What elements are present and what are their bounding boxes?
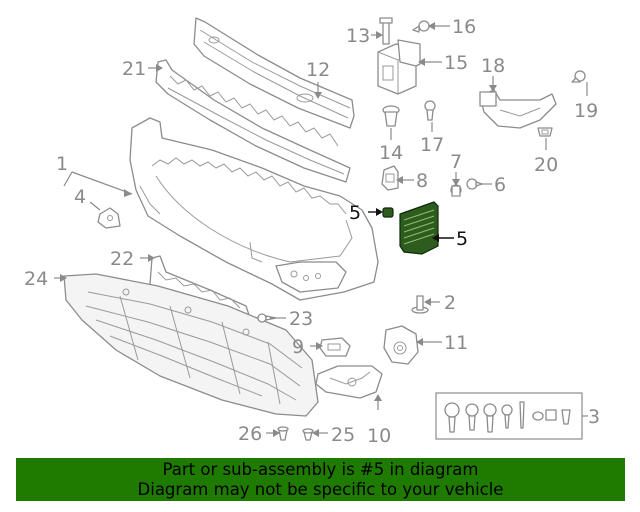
part-undertray [63,273,319,417]
callout-8: 8 [416,170,428,192]
part-screw-6 [466,178,483,190]
callout-24: 24 [24,268,48,290]
part-reinforcement-beam [193,17,355,129]
callout-11: 11 [444,332,468,354]
callout-15: 15 [444,52,468,74]
callout-19: 19 [574,100,598,122]
part-bracket-4 [97,207,121,229]
part-side-bracket [315,365,383,399]
part-clip-8 [381,165,399,191]
part-clip-17 [424,100,436,121]
callout-16: 16 [452,16,476,38]
part-bolt-13 [379,17,393,45]
part-push-pin-2 [411,295,429,314]
callout-10: 10 [367,425,391,447]
part-crash-box [377,39,421,95]
part-bracket-11 [383,325,419,365]
callout-13: 13 [346,25,370,47]
part-clip-20 [537,127,553,137]
callout-9: 9 [292,336,304,358]
part-fastener-26 [277,426,289,441]
highlighted-part-5 [382,201,439,255]
leader-lines [54,22,588,437]
callout-3: 3 [588,406,600,428]
callout-14: 14 [379,142,403,164]
callout-5-left: 5 [349,202,361,224]
part-rivet-14 [382,105,400,127]
part-clip-9 [319,337,351,357]
part-clip-7 [450,184,462,197]
callout-1: 1 [56,153,68,175]
part-bracket-18 [479,89,557,129]
callout-25: 25 [331,424,355,446]
callout-26: 26 [238,423,262,445]
callout-18: 18 [481,55,505,77]
callout-6: 6 [494,174,506,196]
callout-20: 20 [534,154,558,176]
info-banner: Part or sub-assembly is #5 in diagram Di… [16,458,625,501]
callout-2: 2 [444,292,456,314]
part-hardware-kit [435,392,583,440]
callout-17: 17 [420,134,444,156]
callout-23: 23 [289,308,313,330]
part-bumper-cover [129,117,379,301]
part-energy-absorber [155,59,351,183]
callout-5-right: 5 [456,228,468,250]
part-screw-19 [571,70,586,83]
banner-line-2: Diagram may not be specific to your vehi… [137,480,504,499]
parts-diagram: 1 2 3 4 5 5 6 7 8 9 10 11 12 13 14 15 16… [24,16,600,447]
callout-7: 7 [450,151,462,173]
part-clip-16 [412,20,430,33]
callout-labels: 1 2 3 4 5 5 6 7 8 9 10 11 12 13 14 15 16… [24,16,600,447]
part-fastener-25 [302,428,314,441]
banner-line-1: Part or sub-assembly is #5 in diagram [162,460,479,479]
callout-4: 4 [74,186,86,208]
callout-12: 12 [306,59,330,81]
callout-22: 22 [110,248,134,270]
callout-21: 21 [122,58,146,80]
